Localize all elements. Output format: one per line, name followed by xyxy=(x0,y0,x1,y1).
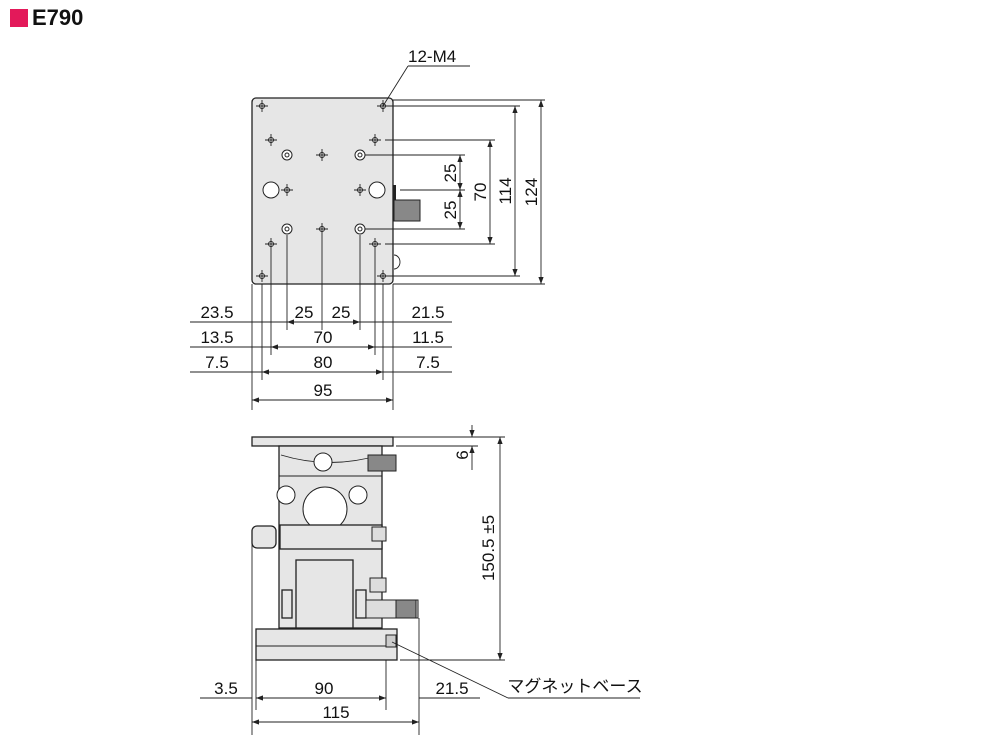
micrometer-knob-icon xyxy=(393,199,421,222)
model-title: E790 xyxy=(10,5,83,31)
model-number: E790 xyxy=(32,5,84,30)
thread-callout: 12-M4 xyxy=(408,47,456,66)
dim-70: 70 xyxy=(314,328,333,347)
dim-23-5: 23.5 xyxy=(200,303,233,322)
dim-25-b: 25 xyxy=(332,303,351,322)
dim-3-5: 3.5 xyxy=(214,679,238,698)
top-view: 12-M4 25 25 70 114 124 23.5 25 25 21.5 1… xyxy=(190,47,545,410)
dim-21-5-side: 21.5 xyxy=(435,679,468,698)
dim-25-a: 25 xyxy=(295,303,314,322)
dim-21-5: 21.5 xyxy=(411,303,444,322)
dim-13-5: 13.5 xyxy=(200,328,233,347)
dim-25-upper: 25 xyxy=(441,164,460,183)
dim-115: 115 xyxy=(322,703,349,722)
dim-114: 114 xyxy=(496,177,515,204)
dim-70-vertical: 70 xyxy=(471,183,490,202)
side-view: 6 150.5 ±5 マグネットベース 3.5 90 21.5 115 xyxy=(200,425,643,735)
dim-25-lower: 25 xyxy=(441,201,460,220)
dim-11-5: 11.5 xyxy=(412,328,444,347)
dim-124: 124 xyxy=(522,178,541,206)
dim-7-5-left: 7.5 xyxy=(205,353,229,372)
dim-95: 95 xyxy=(314,381,333,400)
magnet-switch-icon xyxy=(385,634,397,648)
magnetic-base-label: マグネットベース xyxy=(507,677,642,696)
access-hole-icon xyxy=(262,181,280,199)
title-marker-icon xyxy=(10,9,28,27)
dim-6: 6 xyxy=(453,450,472,459)
dim-height: 150.5 ±5 xyxy=(479,515,498,581)
dim-7-5-right: 7.5 xyxy=(416,353,440,372)
dim-90: 90 xyxy=(315,679,334,698)
dim-80: 80 xyxy=(314,353,333,372)
access-hole-icon xyxy=(368,181,386,199)
